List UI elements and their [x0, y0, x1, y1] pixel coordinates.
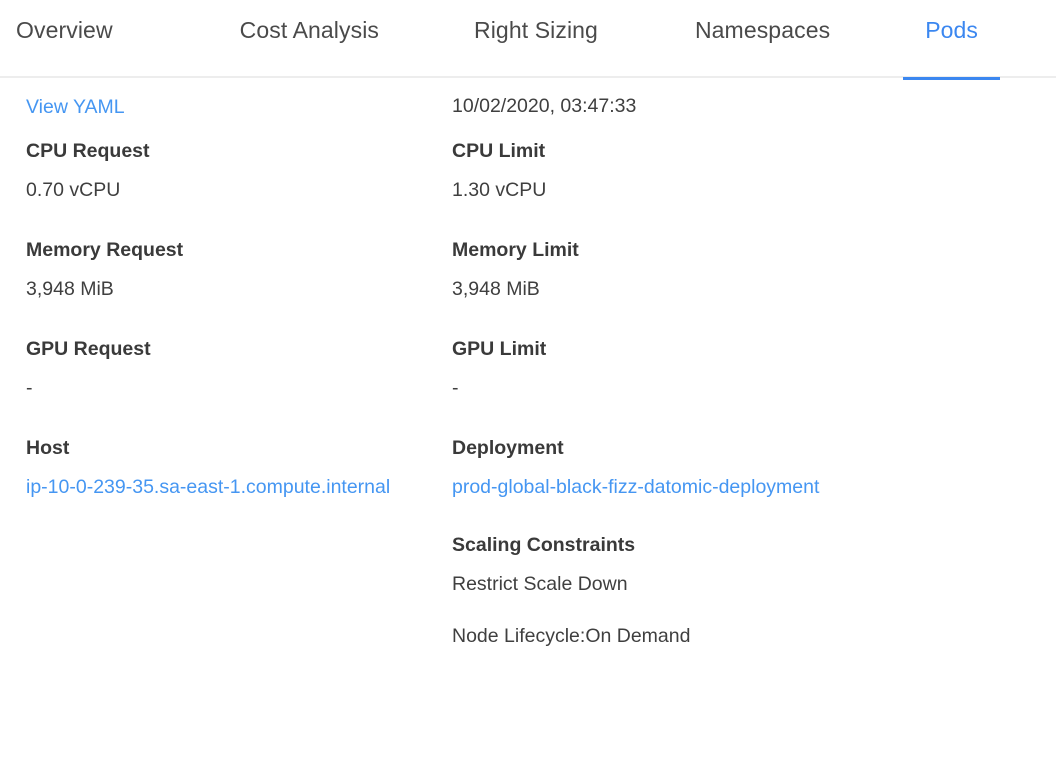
view-yaml-link[interactable]: View YAML: [26, 96, 125, 118]
scaling-constraints-label: Scaling Constraints: [452, 534, 636, 556]
tab-bar: Overview Cost Analysis Right Sizing Name…: [0, 0, 1056, 80]
pod-timestamp: 10/02/2020, 03:47:33: [452, 95, 637, 117]
memory-request-label: Memory Request: [26, 239, 184, 261]
gpu-request-value: -: [26, 377, 33, 399]
field-memory-request: Memory Request 3,948 MiB: [26, 236, 440, 304]
memory-request-value: 3,948 MiB: [26, 278, 114, 300]
field-cpu-request: CPU Request 0.70 vCPU: [26, 137, 440, 205]
cpu-request-label: CPU Request: [26, 140, 150, 162]
gpu-limit-value: -: [452, 377, 459, 399]
view-yaml-row: View YAML: [26, 91, 440, 137]
deployment-label: Deployment: [452, 437, 564, 459]
scaling-constraint-item: Restrict Scale Down: [452, 573, 628, 595]
memory-limit-label: Memory Limit: [452, 239, 579, 261]
field-memory-limit: Memory Limit 3,948 MiB: [452, 236, 880, 304]
tab-overview[interactable]: Overview: [16, 0, 113, 78]
tab-right-sizing-label: Right Sizing: [474, 17, 598, 43]
field-gpu-limit: GPU Limit -: [452, 335, 880, 403]
tab-right-sizing[interactable]: Right Sizing: [474, 0, 598, 78]
cpu-request-value: 0.70 vCPU: [26, 179, 121, 201]
host-link[interactable]: ip-10-0-239-35.sa-east-1.compute.interna…: [26, 476, 391, 498]
timestamp-row: 10/02/2020, 03:47:33: [452, 91, 880, 137]
scaling-constraint-item: Node Lifecycle:On Demand: [452, 625, 691, 647]
memory-limit-value: 3,948 MiB: [452, 278, 540, 300]
field-deployment: Deployment prod-global-black-fizz-datomi…: [452, 434, 880, 502]
gpu-request-label: GPU Request: [26, 338, 151, 360]
tab-cost-analysis[interactable]: Cost Analysis: [240, 0, 379, 78]
pod-detail-left-column: View YAML CPU Request 0.70 vCPU Memory R…: [0, 91, 440, 682]
pod-detail-panel: View YAML CPU Request 0.70 vCPU Memory R…: [0, 78, 1056, 682]
field-gpu-request: GPU Request -: [26, 335, 440, 403]
tab-cost-analysis-label: Cost Analysis: [239, 17, 380, 43]
tab-pods[interactable]: Pods: [903, 0, 1000, 80]
tab-overview-label: Overview: [16, 17, 113, 43]
field-cpu-limit: CPU Limit 1.30 vCPU: [452, 137, 880, 205]
tab-pods-label: Pods: [925, 17, 979, 43]
host-label: Host: [26, 437, 70, 459]
tab-namespaces-label: Namespaces: [694, 17, 831, 43]
cpu-limit-value: 1.30 vCPU: [452, 179, 547, 201]
gpu-limit-label: GPU Limit: [452, 338, 547, 360]
pod-detail-right-column: 10/02/2020, 03:47:33 CPU Limit 1.30 vCPU…: [440, 91, 880, 682]
tab-namespaces[interactable]: Namespaces: [695, 0, 830, 78]
field-host: Host ip-10-0-239-35.sa-east-1.compute.in…: [26, 434, 440, 502]
deployment-link[interactable]: prod-global-black-fizz-datomic-deploymen…: [452, 476, 820, 498]
field-scaling-constraints: Scaling Constraints Restrict Scale Down …: [452, 531, 880, 651]
cpu-limit-label: CPU Limit: [452, 140, 546, 162]
